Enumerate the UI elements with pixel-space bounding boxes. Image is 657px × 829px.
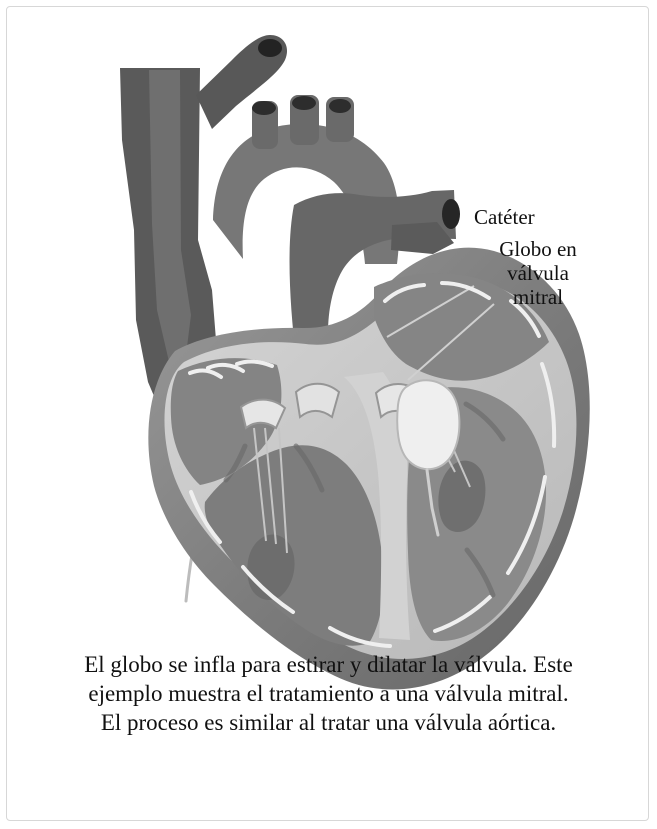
- right-branch-opening: [258, 39, 282, 57]
- aorta-opening-1: [252, 101, 276, 115]
- mitral-balloon: [397, 380, 459, 469]
- aorta-opening-3: [329, 99, 351, 113]
- figure-caption: El globo se infla para estirar y dilatar…: [20, 651, 637, 737]
- aorta-opening-2: [292, 96, 316, 110]
- catheter-label: Catéter: [474, 205, 564, 229]
- tricuspid-valve: [241, 400, 285, 428]
- aortic-valve: [296, 384, 339, 417]
- balloon-label: Globo en válvula mitral: [484, 237, 592, 309]
- pulmonary-opening: [442, 199, 460, 229]
